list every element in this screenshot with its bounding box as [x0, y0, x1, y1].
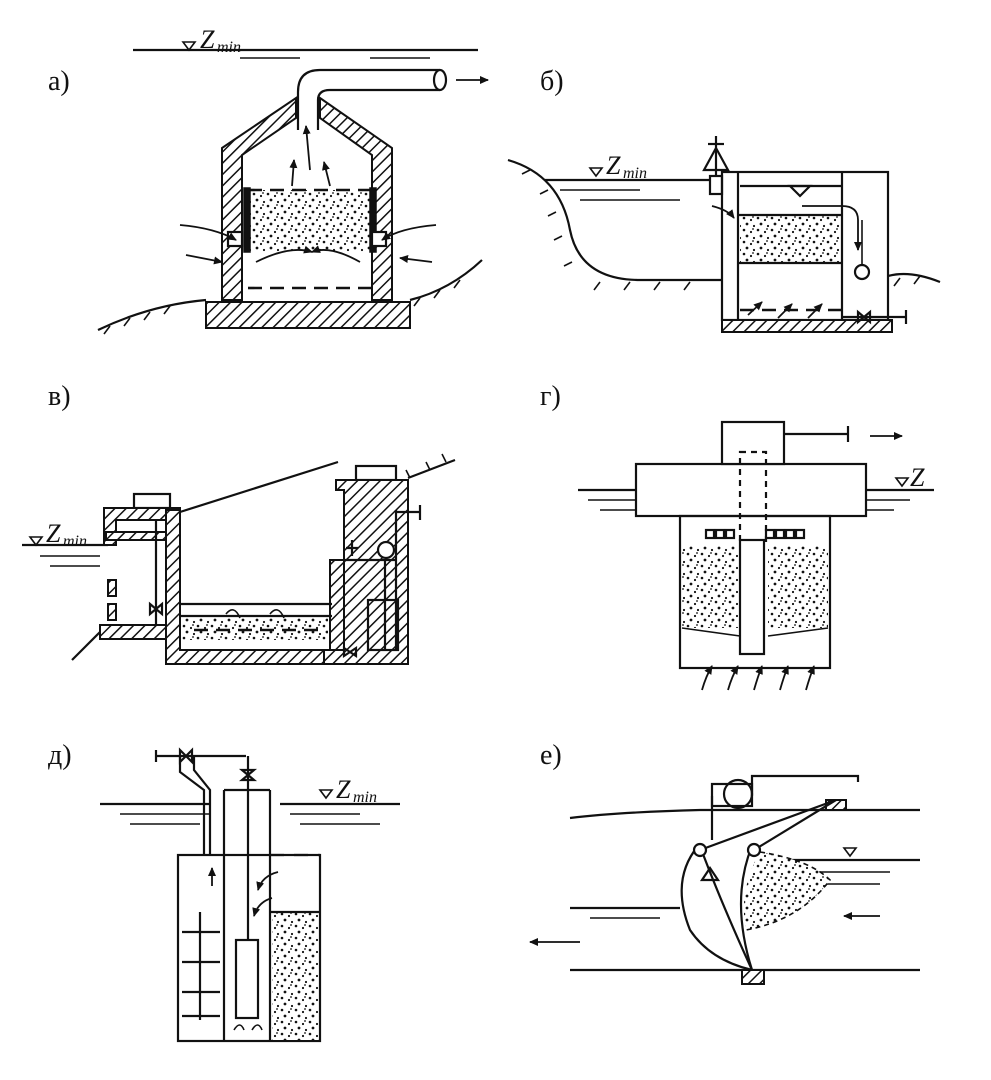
level-symbol-b: Z [606, 151, 621, 180]
filter-shield-front [680, 845, 753, 972]
level-subscript-b: min [623, 165, 647, 182]
panel-b: б) Z min [507, 66, 941, 333]
level-triangle-icon [318, 789, 334, 800]
outlet-pipe-a [296, 68, 440, 130]
level-symbol-v: Z [46, 519, 61, 548]
filter-media-d [272, 912, 318, 1040]
ground-b [887, 272, 941, 284]
hill-slope [179, 460, 339, 514]
filter-media-v [182, 618, 328, 640]
panel-label-d: д) [48, 740, 72, 771]
pump-icon [376, 540, 396, 560]
filter-basin-v [165, 509, 345, 665]
level-symbol-d: Z [336, 775, 351, 804]
distribution-plates [704, 528, 806, 540]
panel-v: в) Z min [22, 381, 456, 665]
level-symbol-a: Z [200, 25, 215, 54]
water-level-a: Z min [133, 25, 478, 59]
panel-label-a: а) [48, 66, 70, 97]
level-triangle-icon [181, 41, 197, 52]
gate-hoist-icon [702, 136, 730, 196]
hatch-right [354, 464, 398, 482]
ladder-rungs [182, 912, 220, 1020]
filter-shield-rear [739, 845, 754, 971]
panel-label-g: г) [540, 381, 561, 412]
valve-icon [342, 645, 358, 659]
level-triangle-icon [842, 847, 858, 858]
embankment-top [569, 808, 920, 820]
filter-media-g-left [682, 546, 738, 628]
pump-chamber-v [323, 479, 409, 665]
panel-a: а) Z min [48, 25, 489, 335]
level-subscript-d: min [353, 789, 377, 806]
level-subscript-a: min [217, 39, 241, 56]
pontoon-g [634, 462, 868, 518]
panel-e: е) [529, 740, 920, 985]
collector-pipe-g [738, 538, 766, 656]
ground-a-left [97, 298, 207, 331]
panel-label-e: е) [540, 740, 562, 771]
foundation-slab-a [205, 301, 411, 329]
panel-g: г) Z [540, 381, 934, 691]
level-triangle-icon [28, 536, 44, 547]
hatch-left [132, 492, 172, 510]
submersible-pump-icon [234, 938, 260, 1020]
filter-body-g [678, 514, 832, 670]
valve-icon [148, 601, 164, 617]
foundation-slab-b [721, 319, 893, 333]
filter-media-e [743, 852, 830, 930]
level-triangle-icon [588, 167, 604, 178]
level-triangle-icon [894, 477, 910, 488]
valve-icon [238, 768, 258, 782]
panel-label-v: в) [48, 381, 71, 412]
filter-media-b [740, 215, 840, 263]
pump-housing-g [720, 420, 786, 466]
panel-label-b: б) [540, 66, 564, 97]
level-symbol-g: Z [910, 463, 925, 492]
housing-wall-left [221, 96, 297, 301]
reservoir-bank [507, 158, 722, 282]
filter-media-g-right [768, 546, 828, 628]
valve-icon [856, 309, 872, 325]
level-subscript-v: min [63, 533, 87, 550]
panel-d: д) Z min [48, 740, 400, 1043]
filter-media-a [250, 190, 370, 252]
ground-a-right [409, 259, 483, 302]
